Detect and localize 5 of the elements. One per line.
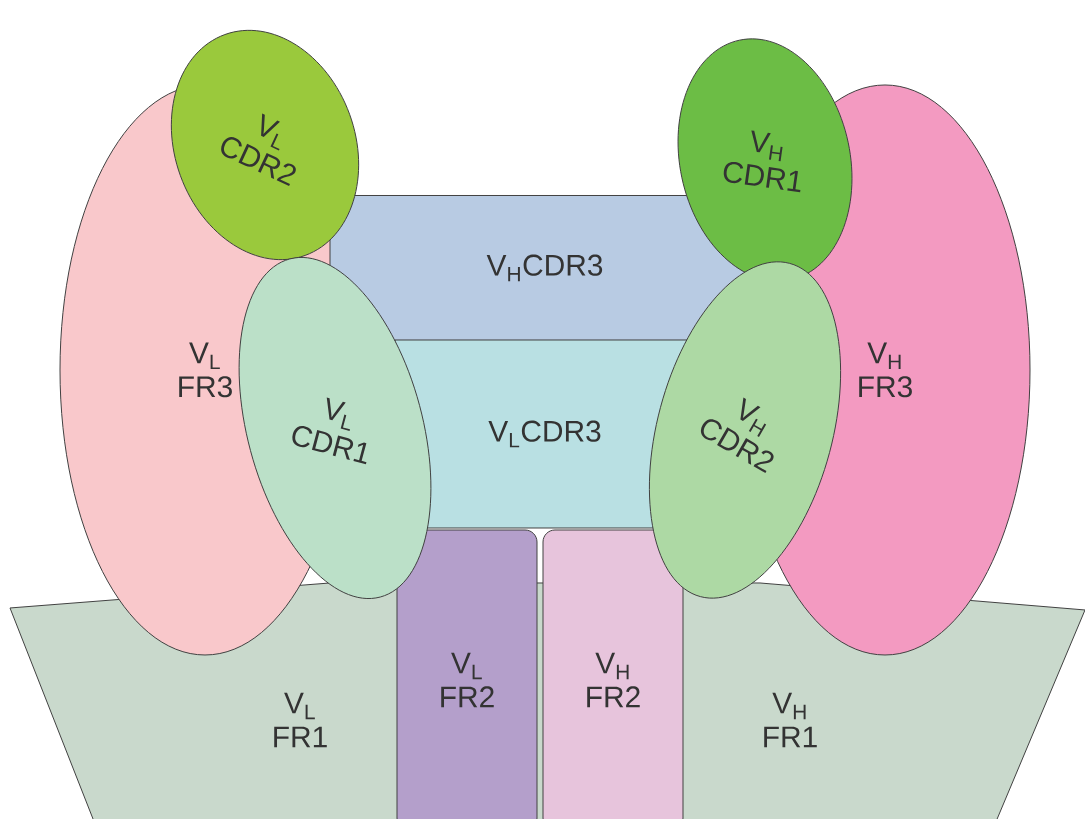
ellipse-region: V$_{H}$ CDR1 (677, 38, 853, 282)
rounded-box: V$_{H}$ FR2 (542, 529, 684, 819)
ellipse-region: V$_{L}$ CDR1 (238, 256, 432, 600)
rounded-box: V$_{L}$ FR2 (396, 529, 538, 819)
ellipse-region: V$_{L}$ CDR2 (170, 29, 360, 261)
